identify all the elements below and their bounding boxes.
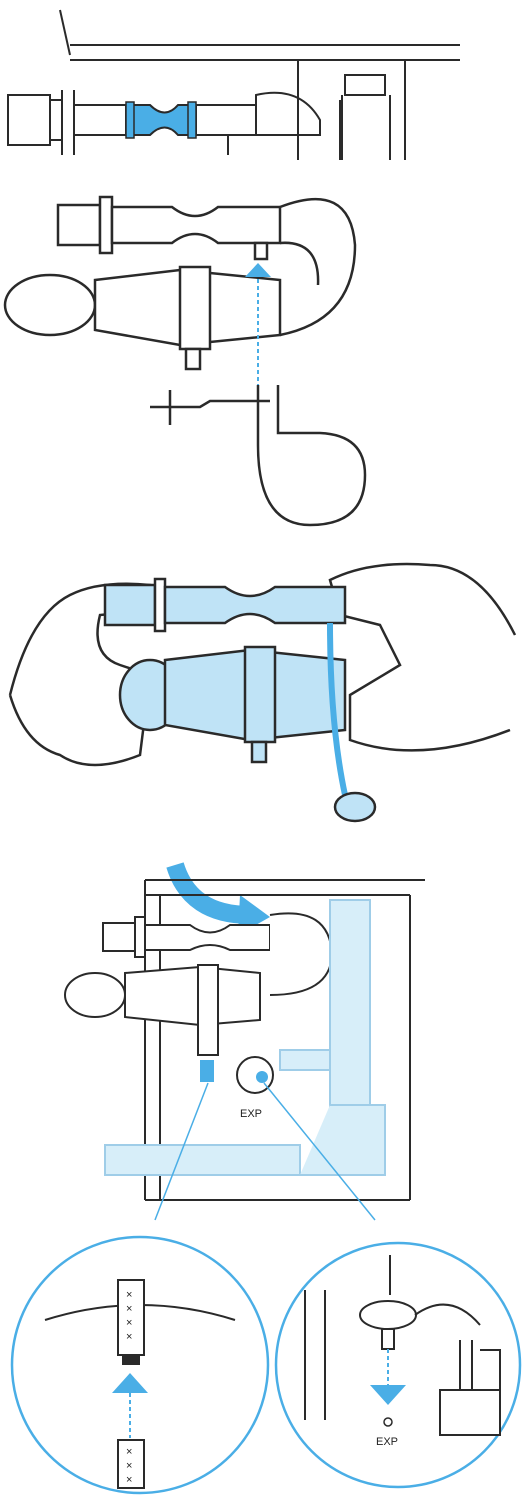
filter-tube — [150, 385, 365, 525]
exp-port-highlight — [256, 1071, 268, 1083]
cable-line — [60, 10, 70, 55]
held-assembly — [105, 579, 375, 821]
exp-filter — [335, 793, 375, 821]
sensor-slot-highlight — [200, 1060, 214, 1082]
block-mark-3: × — [126, 1474, 132, 1486]
insert-arrow-icon — [245, 263, 271, 277]
mark-2: × — [126, 1303, 132, 1315]
detail-left-sensor-insert: × × × × × × × — [12, 1237, 268, 1493]
mark-1: × — [126, 1289, 132, 1301]
diagram-installed-system — [0, 0, 525, 175]
lower-connector — [5, 275, 95, 335]
panel-step-install: EXP — [0, 855, 525, 1230]
detail-right-exp-filter: EXP — [276, 1243, 520, 1487]
exp-port-label: EXP — [240, 1108, 262, 1120]
install-direction-arrow — [175, 865, 250, 915]
panel-step-hands — [0, 555, 525, 855]
right-hand — [330, 564, 515, 750]
mark-4: × — [126, 1331, 132, 1343]
upper-connector — [58, 205, 100, 245]
diagram-hands-holding — [0, 555, 525, 855]
block-mark-2: × — [126, 1460, 132, 1472]
diagram-assembly — [0, 185, 525, 540]
panel-detail-views: × × × × × × × EXP — [0, 1220, 525, 1495]
canister-top — [345, 75, 385, 95]
exp-filter-disc — [360, 1301, 416, 1329]
panel-step-assembly — [0, 185, 525, 540]
block-mark-1: × — [126, 1446, 132, 1458]
highlighted-flow-sensor — [126, 102, 196, 138]
exp-port-detail-label: EXP — [376, 1436, 398, 1448]
connector-block — [8, 95, 50, 145]
upper-flow-sensor — [112, 207, 280, 243]
detail-callouts: × × × × × × × EXP — [0, 1220, 525, 1495]
diagram-install-into-unit: EXP — [0, 855, 525, 1230]
panel-step-installed — [0, 0, 525, 175]
elbow-housing — [256, 93, 320, 135]
mark-3: × — [126, 1317, 132, 1329]
